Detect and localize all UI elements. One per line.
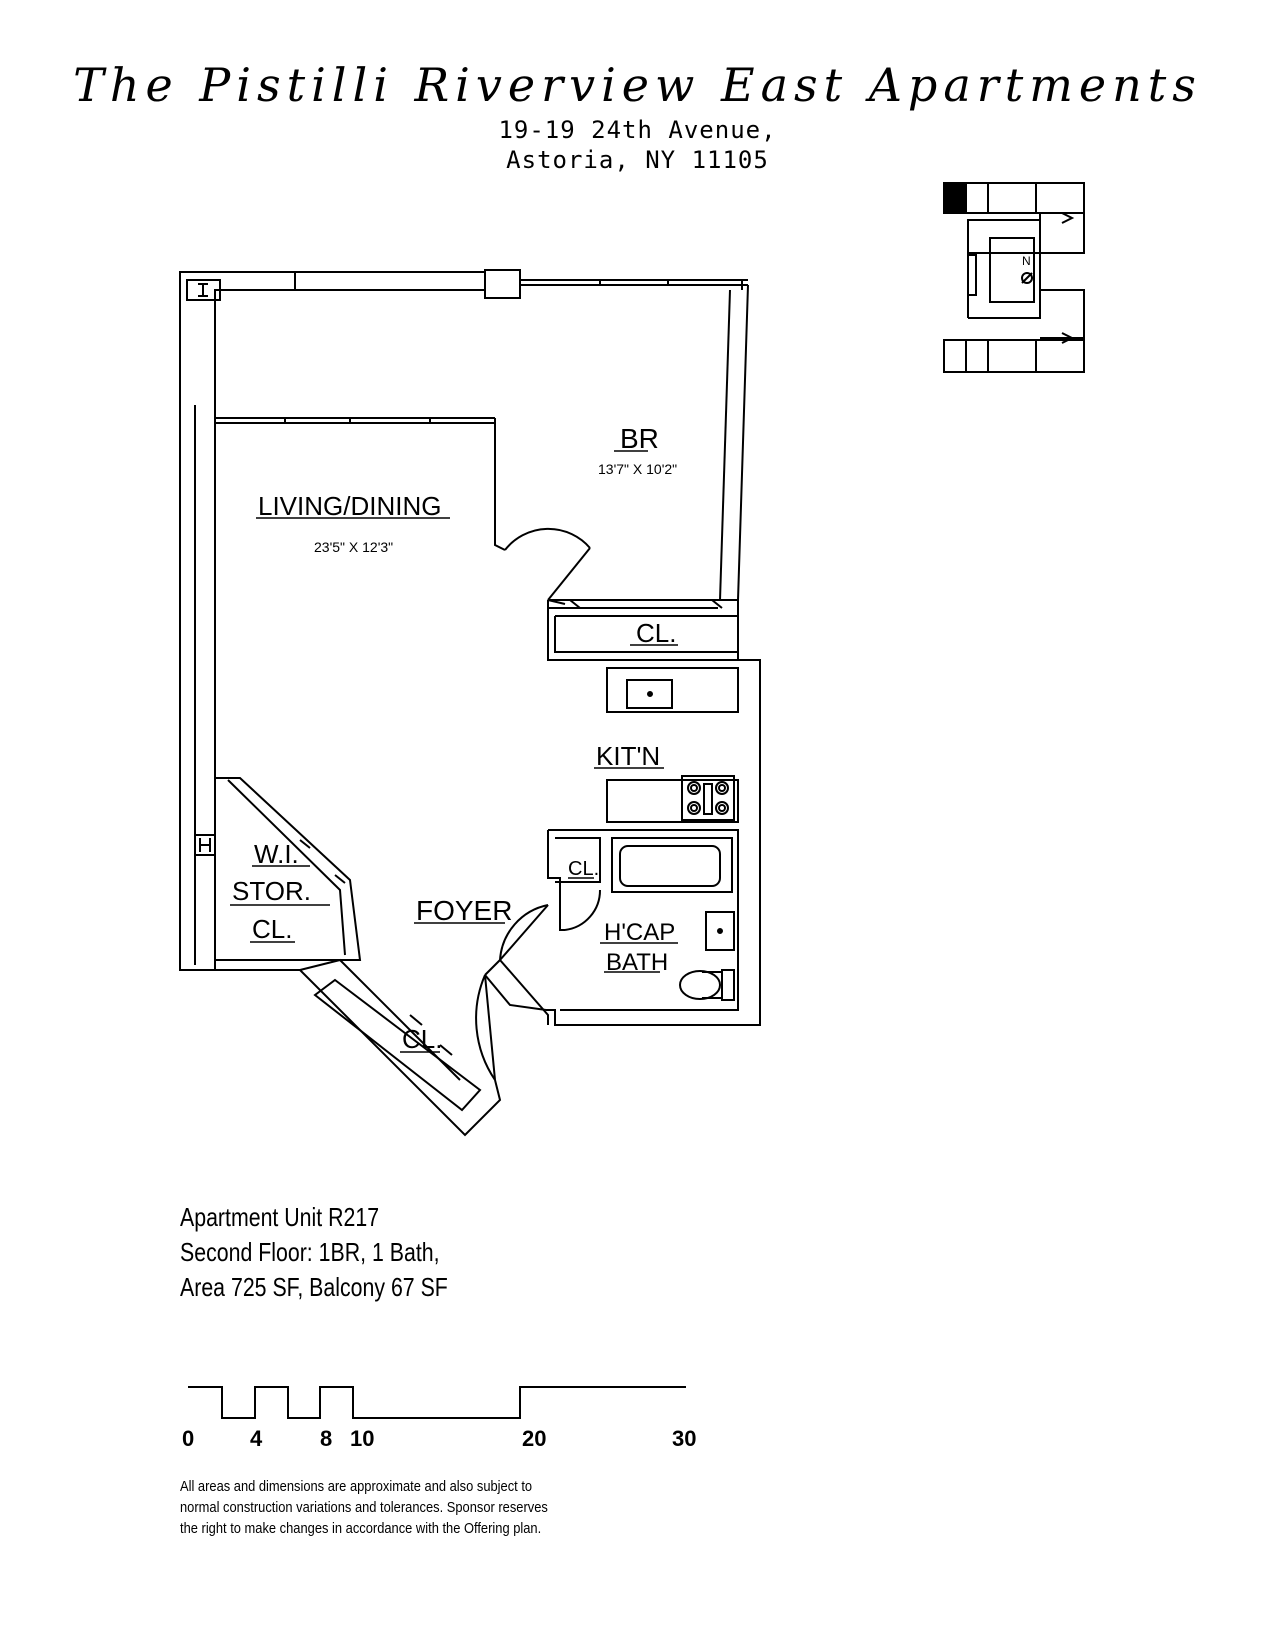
- room-label-closet-bath: CL.: [568, 858, 599, 880]
- scale-tick-20: 20: [522, 1426, 547, 1451]
- scale-tick-10: 10: [350, 1426, 375, 1451]
- disclaimer-line-2: normal construction variations and toler…: [180, 1499, 548, 1516]
- scale-bar: [188, 1386, 686, 1419]
- room-label-closet-br: CL.: [636, 618, 676, 648]
- building-title: The Pistilli Riverview East Apartments: [73, 58, 1202, 112]
- room-label-foyer: FOYER: [416, 895, 512, 926]
- key-plan: [943, 182, 1085, 373]
- disclaimer-line-3: the right to make changes in accordance …: [180, 1520, 542, 1537]
- scale-tick-30: 30: [672, 1426, 697, 1451]
- room-label-bath-1: H'CAP: [604, 919, 675, 946]
- room-label-wi-1: W.I.: [254, 839, 299, 869]
- unit-info-line-1: Apartment Unit R217: [180, 1202, 380, 1232]
- room-label-bath-2: BATH: [606, 949, 668, 976]
- room-label-wi-3: CL.: [252, 914, 292, 944]
- scale-tick-0: 0: [182, 1426, 195, 1451]
- unit-info-line-3: Area 725 SF, Balcony 67 SF: [180, 1272, 448, 1302]
- room-label-living: LIVING/DINING: [258, 491, 441, 521]
- unit-info: Apartment Unit R217 Second Floor: 1BR, 1…: [180, 1200, 448, 1305]
- room-dims-br: 13'7" X 10'2": [598, 461, 677, 477]
- room-label-wi-2: STOR.: [232, 876, 311, 906]
- address-line-1: 19-19 24th Avenue,: [498, 116, 777, 144]
- room-label-br: BR: [620, 423, 659, 454]
- room-dims-living: 23'5" X 12'3": [314, 539, 393, 555]
- key-plan-unit-highlight: [943, 182, 967, 214]
- north-label: N: [1022, 254, 1031, 268]
- scale-tick-4: 4: [250, 1426, 263, 1451]
- label-underlines: [230, 450, 678, 1053]
- room-label-closet-entry: CL.: [402, 1024, 442, 1054]
- address-line-2: Astoria, NY 11105: [506, 146, 769, 174]
- disclaimer: All areas and dimensions are approximate…: [180, 1476, 548, 1539]
- scale-tick-8: 8: [320, 1426, 333, 1451]
- unit-info-line-2: Second Floor: 1BR, 1 Bath,: [180, 1237, 440, 1267]
- disclaimer-line-1: All areas and dimensions are approximate…: [180, 1478, 533, 1495]
- walls: [179, 269, 761, 1137]
- room-label-kitchen: KIT'N: [596, 741, 660, 771]
